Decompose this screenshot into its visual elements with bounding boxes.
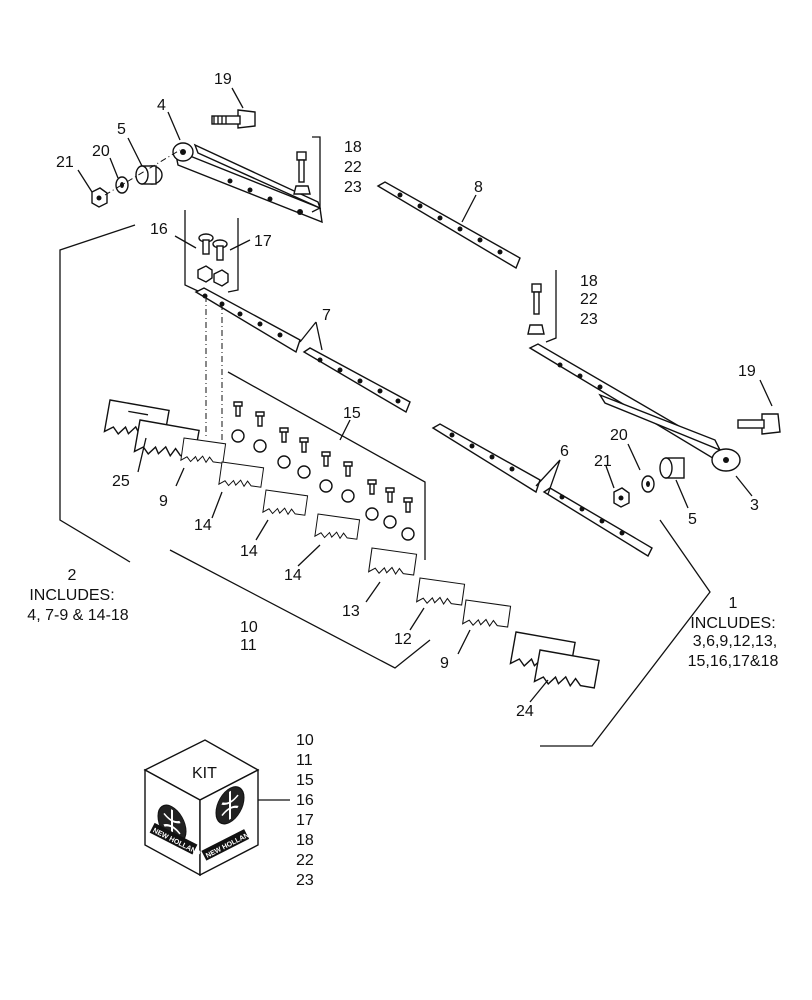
group-2-includes: INCLUDES: — [29, 587, 114, 604]
callout-16: 16 — [150, 221, 168, 238]
group-2-note: 2 INCLUDES: 4, 7-9 & 14-18 — [27, 567, 129, 624]
callout-20-top: 20 — [92, 143, 110, 160]
callout-14-c: 14 — [284, 567, 302, 584]
callout-labels: 19 4 5 21 20 18 22 23 8 16 17 7 18 22 23… — [56, 71, 759, 720]
callout-5-right: 5 — [688, 511, 697, 528]
kit-item: 16 — [296, 792, 314, 809]
bolts-16-17 — [197, 233, 229, 287]
section-9b — [462, 599, 512, 631]
callout-18-top: 18 — [344, 139, 362, 156]
bar-8 — [376, 181, 521, 270]
kit-label: KIT — [192, 765, 217, 782]
callout-21-top: 21 — [56, 154, 74, 171]
callout-14-a: 14 — [194, 517, 212, 534]
lockwasher-20-right — [641, 475, 655, 493]
hold-down-bar-4 — [172, 142, 323, 224]
callout-11: 11 — [240, 637, 257, 654]
bolt-19-right — [737, 413, 781, 435]
section-25 — [103, 399, 170, 443]
callout-19-right: 19 — [738, 363, 756, 380]
group-1-line2: 15,16,17&18 — [688, 653, 779, 670]
spacer-5-top — [135, 165, 163, 185]
callout-22-right: 22 — [580, 291, 598, 308]
nut-21-right — [613, 487, 630, 508]
new-holland-logo-right — [215, 786, 245, 825]
callout-13: 13 — [342, 603, 360, 620]
section-13 — [368, 547, 418, 579]
callout-7: 7 — [322, 307, 331, 324]
kit-item: 18 — [296, 832, 314, 849]
callout-21-right: 21 — [594, 453, 612, 470]
section-12 — [416, 577, 466, 609]
group-1-line1: 3,6,9,12,13, — [693, 633, 778, 650]
section-14b — [262, 489, 309, 519]
callout-24: 24 — [516, 703, 534, 720]
group-1-number: 1 — [729, 595, 738, 612]
lockwasher-20-top — [115, 176, 129, 194]
callout-5-top: 5 — [117, 121, 126, 138]
group-1-includes: INCLUDES: — [690, 615, 775, 632]
bolt-19-top — [211, 109, 256, 129]
hold-down-bar-3 — [528, 343, 741, 472]
callout-23-top: 23 — [344, 179, 362, 196]
kit-item: 11 — [296, 752, 313, 769]
spacer-5-right — [659, 457, 685, 479]
callout-3: 3 — [750, 497, 759, 514]
callout-10: 10 — [240, 619, 258, 636]
bolt-18-right — [527, 283, 545, 335]
callout-17: 17 — [254, 233, 272, 250]
kit-item: 22 — [296, 852, 314, 869]
kit-box: KIT NEW HOLLAND NEW HOLLAND — [143, 739, 260, 877]
bar-6 — [431, 423, 653, 557]
bar-7 — [194, 287, 411, 414]
callout-25: 25 — [112, 473, 130, 490]
callout-6: 6 — [560, 443, 569, 460]
section-9a — [180, 437, 227, 467]
bracket-group-2 — [59, 224, 136, 563]
kit-item: 10 — [296, 732, 314, 749]
callout-4: 4 — [157, 97, 166, 114]
callout-18-right: 18 — [580, 273, 598, 290]
callout-8: 8 — [474, 179, 483, 196]
callout-9-right: 9 — [440, 655, 449, 672]
section-14a — [218, 461, 265, 491]
callout-19-top: 19 — [214, 71, 232, 88]
callout-20-right: 20 — [610, 427, 628, 444]
kit-items: 10 11 15 16 17 18 22 23 — [296, 732, 314, 889]
bolt-18-top — [293, 151, 311, 195]
callout-9-left: 9 — [159, 493, 168, 510]
group-2-number: 2 — [68, 567, 77, 584]
group-2-list: 4, 7-9 & 14-18 — [27, 607, 129, 624]
callout-23-right: 23 — [580, 311, 598, 328]
callout-12: 12 — [394, 631, 412, 648]
callout-15: 15 — [343, 405, 361, 422]
kit-item: 15 — [296, 772, 314, 789]
bolt-set-15 — [231, 401, 415, 541]
kit-item: 17 — [296, 812, 314, 829]
kit-item: 23 — [296, 872, 314, 889]
bracket-10-11 — [169, 549, 431, 669]
nut-21-top — [91, 187, 108, 208]
callout-14-b: 14 — [240, 543, 258, 560]
bracket-group-1 — [540, 519, 711, 747]
callout-22-top: 22 — [344, 159, 362, 176]
group-1-note: 1 INCLUDES: 3,6,9,12,13, 15,16,17&18 — [688, 595, 779, 670]
leader-lines — [77, 87, 773, 801]
section-14c — [314, 513, 361, 543]
